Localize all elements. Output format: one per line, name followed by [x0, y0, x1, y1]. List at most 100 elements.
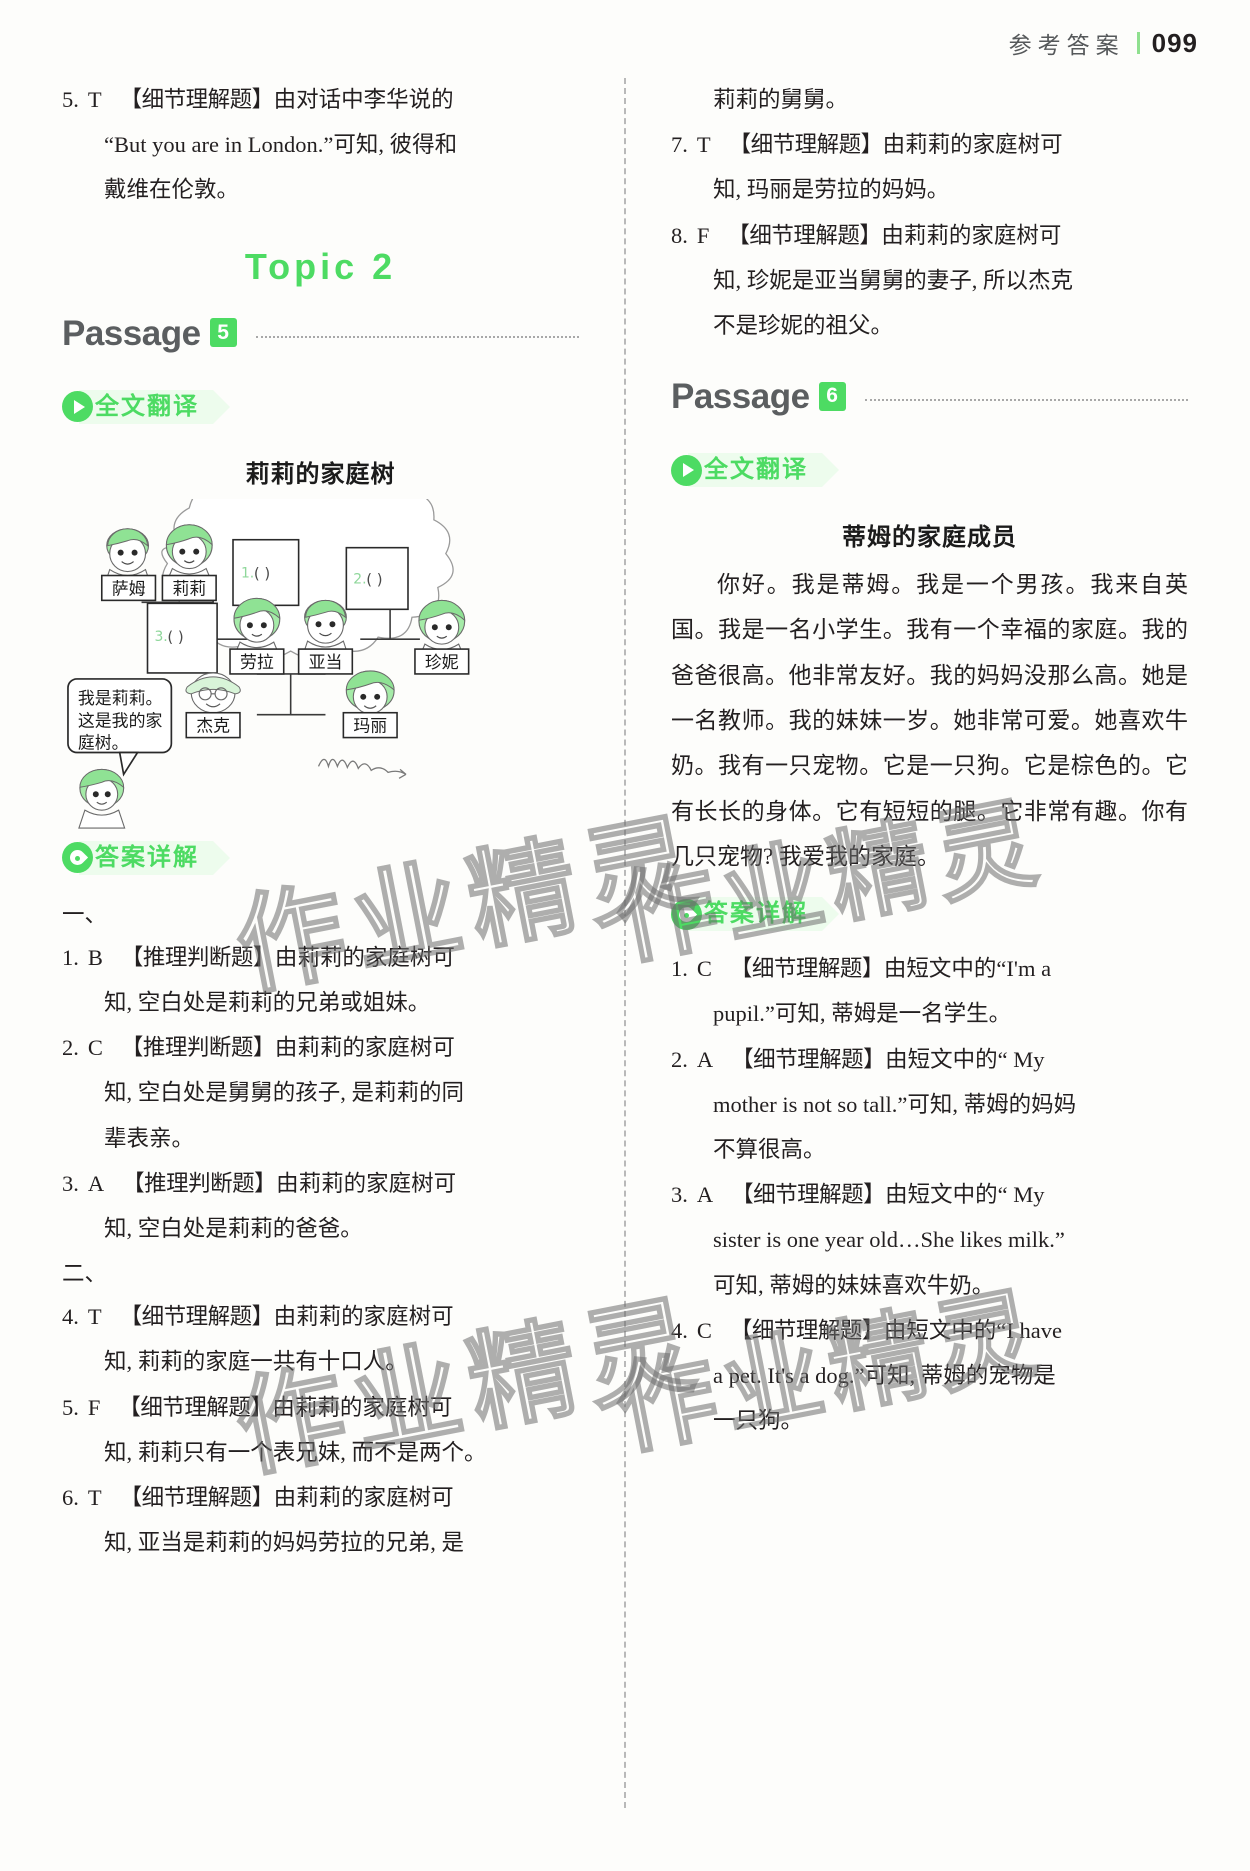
explanation-label-text: 答案详解	[79, 840, 213, 875]
passage-heading: Passage 6	[671, 377, 1188, 417]
answer-number: 7.	[671, 132, 688, 158]
answer-text: 由对话中李华说的	[273, 87, 454, 112]
answer-tag: 【细节理解题】	[729, 956, 885, 982]
answer-choice: A	[696, 1046, 714, 1072]
answer-number: 6.	[62, 1485, 79, 1510]
passage-heading: Passage 5	[62, 314, 579, 354]
answer-item: 4. T 【细节理解题】由莉莉的家庭树可	[62, 1295, 579, 1338]
answer-item: 8. F 【细节理解题】由莉莉的家庭树可	[671, 214, 1188, 257]
topic-title: Topic 2	[244, 245, 397, 287]
header-title: 参考答案	[1008, 32, 1125, 58]
answer-item: 3. A 【细节理解题】由短文中的“ My	[671, 1173, 1188, 1216]
answer-item: 1. B 【推理判断题】由莉莉的家庭树可	[62, 936, 579, 979]
article-title: 蒂姆的家庭成员	[842, 524, 1017, 552]
answer-line: 知, 莉莉只有一个表兄妹, 而不是两个。	[104, 1439, 487, 1465]
svg-text:( ): ( )	[167, 628, 183, 646]
answer-tag: 【细节理解题】	[118, 1394, 273, 1420]
answer-tag: 【推理判断题】	[120, 1035, 276, 1061]
answer-line: 戴维在伦敦。	[104, 177, 240, 203]
answer-tag: 【细节理解题】	[729, 1317, 885, 1343]
blank-box-2	[345, 546, 409, 610]
answer-choice: T	[87, 1485, 102, 1510]
passage-dotted-rule	[864, 399, 1188, 402]
answer-item: 2. C 【推理判断题】由莉莉的家庭树可	[62, 1026, 579, 1069]
passage-dotted-rule	[255, 335, 579, 338]
article-body: 你好。我是蒂姆。我是一个男孩。我来自英国。我是一名小学生。我有一个幸福的家庭。我…	[671, 572, 1188, 869]
bubble-line: 这是我的家	[78, 710, 163, 730]
left-column: 5. T 【细节理解题】由对话中李华说的 “But you are in Lon…	[0, 78, 625, 1848]
person-name: 玛丽	[353, 715, 387, 735]
answer-number: 5.	[62, 87, 79, 112]
answer-item: 4. C 【细节理解题】由短文中的“I have	[671, 1309, 1188, 1352]
answer-item: 2. A 【细节理解题】由短文中的“ My	[671, 1038, 1188, 1081]
answer-choice: T	[696, 132, 711, 158]
answer-text: 由莉莉的家庭树可	[274, 944, 455, 970]
lily-family-tree-diagram: 萨姆 莉莉 1. ( ) 2. ( ) 3. ( )	[62, 498, 579, 829]
answer-number: 5.	[62, 1394, 79, 1420]
explanation-section-label: 答案详解	[671, 897, 839, 932]
passage-number-badge: 5	[209, 318, 237, 348]
answer-line: sister is one year old…She likes milk.”	[713, 1227, 1065, 1253]
answer-choice: C	[87, 1035, 103, 1061]
blank-box-1	[232, 538, 300, 606]
answer-line: a pet. It's a dog.”可知, 蒂姆的宠物是	[713, 1362, 1056, 1388]
page-number: 099	[1151, 27, 1198, 58]
blank-label-1: 1.	[241, 565, 254, 581]
answer-tag: 【细节理解题】	[119, 87, 275, 112]
answer-text: 由莉莉的家庭树可	[273, 1304, 454, 1330]
answer-choice: F	[87, 1394, 101, 1420]
explanation-label-text: 答案详解	[688, 897, 822, 932]
translation-section-label: 全文翻译	[62, 389, 230, 424]
two-column-layout: 5. T 【细节理解题】由对话中李华说的 “But you are in Lon…	[0, 78, 1250, 1848]
answer-text: 由莉莉的家庭树可	[276, 1170, 457, 1196]
header-separator	[1136, 32, 1140, 54]
column-divider	[624, 78, 626, 1808]
answer-item: 6. T 【细节理解题】由莉莉的家庭树可	[62, 1476, 579, 1519]
svg-text:( ): ( )	[366, 570, 382, 588]
answer-tag: 【推理判断题】	[122, 1170, 277, 1196]
blank-label-3: 3.	[154, 629, 167, 645]
ribbon-tail	[213, 389, 230, 424]
answer-choice: C	[696, 956, 712, 982]
ribbon-tail	[822, 453, 839, 488]
play-icon	[62, 391, 93, 423]
blank-label-2: 2.	[353, 571, 366, 587]
answer-line: 辈表亲。	[104, 1125, 195, 1151]
answer-number: 4.	[62, 1304, 79, 1330]
answer-number: 1.	[671, 956, 688, 982]
answer-line: pupil.”可知, 蒂姆是一名学生。	[713, 1001, 1012, 1027]
answer-line: 知, 珍妮是亚当舅舅的妻子, 所以杰克	[713, 267, 1074, 293]
answer-text: 由莉莉的家庭树可	[273, 1485, 454, 1510]
passage-label: Passage	[671, 377, 810, 417]
answer-choice: C	[696, 1317, 712, 1343]
family-tree-svg: 萨姆 莉莉 1. ( ) 2. ( ) 3. ( )	[67, 498, 470, 829]
person-name: 萨姆	[112, 578, 146, 598]
person-name: 莉莉	[172, 578, 206, 598]
answer-tag: 【细节理解题】	[731, 1046, 886, 1072]
answer-line: 一只狗。	[713, 1408, 804, 1434]
droplet-icon	[62, 842, 93, 874]
answer-text: 由短文中的“I'm a	[883, 956, 1052, 982]
section-number-two: 二、	[62, 1261, 108, 1287]
right-column: 莉莉的舅舅。 7. T 【细节理解题】由莉莉的家庭树可 知, 玛丽是劳拉的妈妈。…	[625, 78, 1250, 1848]
answer-text: 由短文中的“ My	[885, 1046, 1045, 1072]
answer-number: 3.	[62, 1170, 79, 1196]
answer-item: 7. T 【细节理解题】由莉莉的家庭树可	[671, 123, 1188, 166]
explanation-section-label: 答案详解	[62, 840, 230, 875]
section-number-one: 一、	[62, 901, 108, 927]
answer-line: 知, 亚当是莉莉的妈妈劳拉的兄弟, 是	[104, 1530, 465, 1556]
answer-line: 知, 空白处是莉莉的爸爸。	[104, 1215, 363, 1241]
answer-line: 知, 莉莉的家庭一共有十口人。	[104, 1349, 408, 1375]
person-name: 珍妮	[425, 652, 459, 672]
answer-line: mother is not so tall.”可知, 蒂姆的妈妈	[713, 1091, 1077, 1117]
grass-squiggle	[317, 758, 407, 779]
ribbon-tail	[822, 897, 839, 932]
answer-number: 8.	[671, 222, 688, 248]
person-name: 亚当	[309, 652, 343, 672]
translation-section-label: 全文翻译	[671, 453, 839, 488]
answer-tag: 【细节理解题】	[119, 1485, 275, 1510]
svg-text:( ): ( )	[254, 564, 270, 582]
answer-tag: 【细节理解题】	[119, 1304, 275, 1330]
answer-choice: B	[87, 944, 103, 970]
